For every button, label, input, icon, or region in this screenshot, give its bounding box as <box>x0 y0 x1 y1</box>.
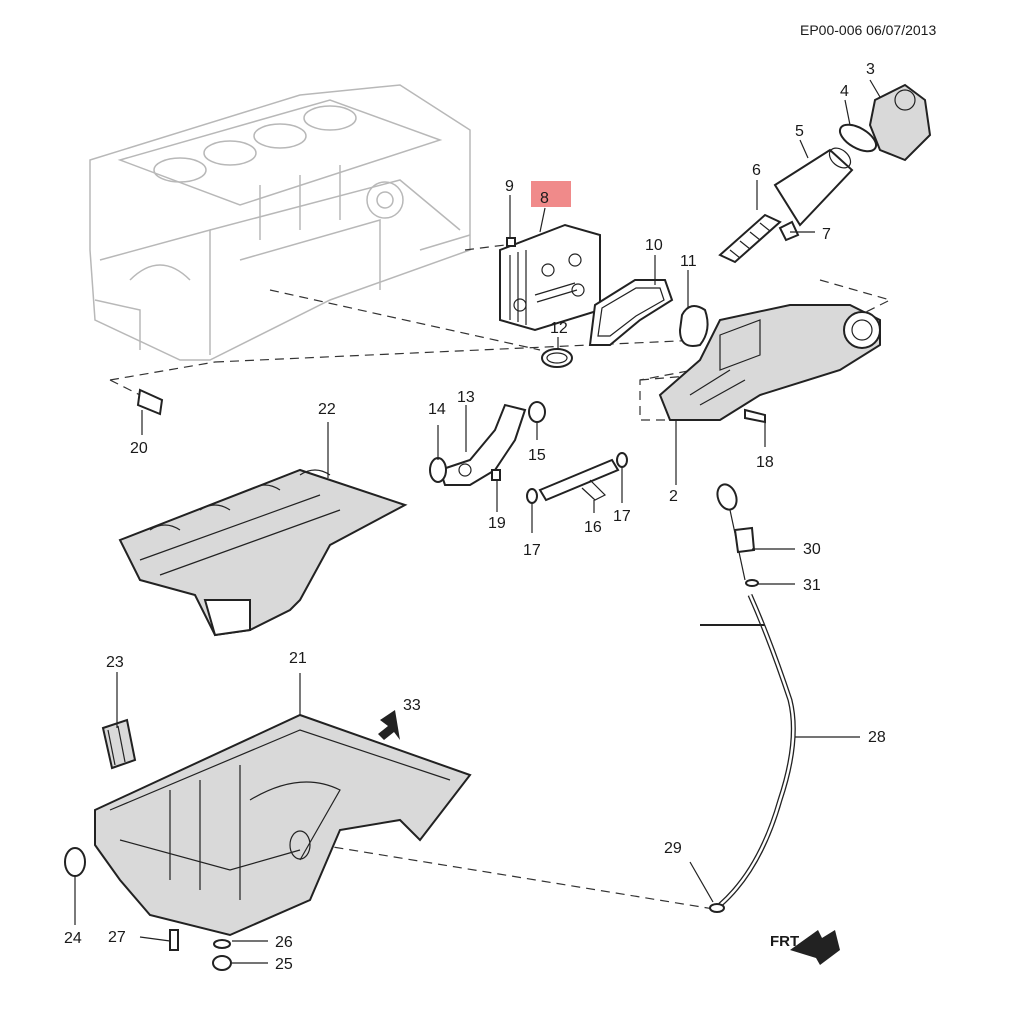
oil-pipe-seal <box>528 401 546 423</box>
callout-27: 27 <box>108 929 126 946</box>
oil-filter-valve <box>718 213 782 264</box>
dipstick-o-ring <box>745 579 759 587</box>
oil-pan <box>94 713 472 937</box>
callout-22: 22 <box>318 401 336 418</box>
callout-13: 13 <box>457 389 475 406</box>
callout-29: 29 <box>664 840 682 857</box>
callout-25: 25 <box>275 956 293 973</box>
engine-block <box>89 84 471 361</box>
oil-filter-cap <box>868 83 932 162</box>
callout-11: 11 <box>680 253 697 270</box>
oil-filter-element <box>773 147 854 227</box>
oil-cooler-seal <box>541 348 573 368</box>
callout-15: 15 <box>528 447 546 464</box>
callout-31: 31 <box>803 577 821 594</box>
gasket-cooler-housing <box>588 279 674 346</box>
callout-30: 30 <box>803 541 821 558</box>
oil-pan-bolt <box>169 929 179 951</box>
callout-20: 20 <box>130 440 148 457</box>
callout-23: 23 <box>106 654 124 671</box>
callout-17-left: 17 <box>523 542 541 559</box>
callout-9: 9 <box>505 178 514 195</box>
arrow-marker <box>378 710 400 740</box>
housing-bolt <box>744 408 766 424</box>
front-direction-label: FRT <box>770 933 799 950</box>
oil-pipe-gasket <box>429 457 447 483</box>
oil-filter-housing <box>658 304 881 421</box>
oil-pan-seal <box>64 847 86 877</box>
callout-3: 3 <box>866 61 875 78</box>
callout-5: 5 <box>795 123 804 140</box>
dipstick-tube-bolt <box>709 903 725 913</box>
oil-pressure-sensor <box>136 388 164 416</box>
seal-ring-housing <box>678 305 709 347</box>
callout-14: 14 <box>428 401 446 418</box>
callout-6: 6 <box>752 162 761 179</box>
callout-21: 21 <box>289 650 307 667</box>
callout-12: 12 <box>550 320 568 337</box>
leader-lines <box>74 79 881 964</box>
callout-8: 8 <box>540 190 549 207</box>
bearing-bridge <box>118 468 408 637</box>
oil-tube <box>538 458 620 502</box>
oil-cooler <box>499 223 601 332</box>
callout-24: 24 <box>64 930 82 947</box>
callout-10: 10 <box>645 237 663 254</box>
callout-19: 19 <box>488 515 506 532</box>
tube-seal-right <box>616 452 628 468</box>
dipstick-tube <box>700 593 796 907</box>
callout-18: 18 <box>756 454 774 471</box>
oil-pan-plug-clip <box>101 718 137 770</box>
highlight-item-8 <box>531 181 571 207</box>
valve-clip <box>778 220 800 242</box>
drain-plug-washer <box>213 939 231 949</box>
callout-26: 26 <box>275 934 293 951</box>
oil-filter-cap-seal <box>838 123 878 153</box>
oil-cooler-bolt <box>506 237 516 247</box>
callout-33: 33 <box>403 697 421 714</box>
callout-4: 4 <box>840 83 849 100</box>
front-direction-marker: FRT <box>770 930 840 965</box>
diagram-reference: EP00-006 06/07/2013 <box>800 22 936 38</box>
callout-2: 2 <box>669 488 678 505</box>
oil-dipstick <box>716 483 756 581</box>
drain-plug <box>212 955 232 971</box>
callout-16: 16 <box>584 519 602 536</box>
oil-pipe <box>438 403 527 486</box>
callout-7: 7 <box>822 226 831 243</box>
pipe-bolt <box>491 469 501 481</box>
callout-28: 28 <box>868 729 886 746</box>
tube-seal-left <box>526 488 538 504</box>
callout-labels: 3 4 5 6 7 9 10 11 12 13 14 15 16 17 17 1… <box>64 61 886 973</box>
callout-17-right: 17 <box>613 508 631 525</box>
